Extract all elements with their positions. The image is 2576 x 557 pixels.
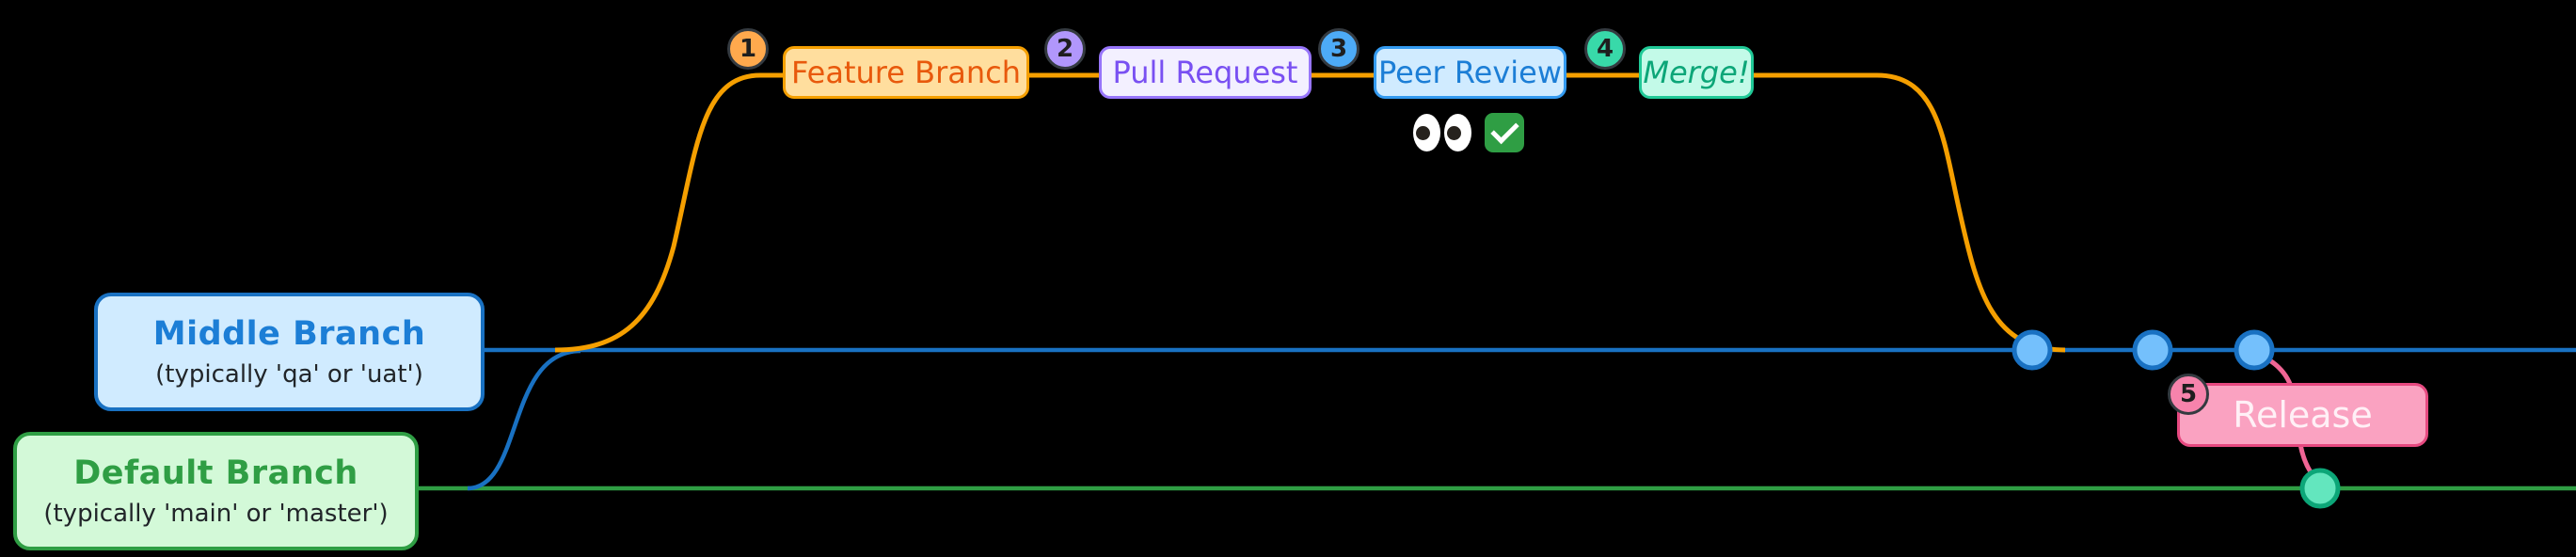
default-branch-title: Default Branch [73, 454, 358, 492]
step-peer-review: Peer Review [1374, 46, 1566, 99]
commit-dot-2 [2132, 329, 2173, 371]
step-feature-branch: Feature Branch [783, 46, 1029, 99]
step-5-badge: 5 [2168, 374, 2209, 415]
eyes-icon [1413, 114, 1471, 151]
middle-branch-subtitle: (typically 'qa' or 'uat') [155, 360, 423, 389]
default-branch-label-box: Default Branch (typically 'main' or 'mas… [13, 432, 419, 550]
check-mark-icon [1485, 113, 1524, 152]
commit-dot-1 [2012, 329, 2053, 371]
default-branch-subtitle: (typically 'main' or 'master') [43, 500, 389, 528]
commit-dot-3 [2234, 329, 2275, 371]
eye-left [1413, 114, 1440, 151]
release-commit-dot [2299, 468, 2341, 509]
feature-branch-curve [554, 72, 2066, 353]
step-2-badge: 2 [1044, 28, 1086, 70]
middle-branch-title: Middle Branch [152, 315, 426, 353]
middle-branch-label-box: Middle Branch (typically 'qa' or 'uat') [94, 293, 485, 411]
peer-review-icons [1413, 113, 1524, 152]
step-merge: Merge! [1639, 46, 1754, 99]
branch-split-curve [467, 348, 581, 491]
step-4-badge: 4 [1584, 28, 1626, 70]
step-1-badge: 1 [727, 28, 769, 70]
eye-right [1444, 114, 1471, 151]
step-3-badge: 3 [1318, 28, 1360, 70]
step-pull-request: Pull Request [1099, 46, 1312, 99]
step-release: Release [2177, 383, 2428, 447]
